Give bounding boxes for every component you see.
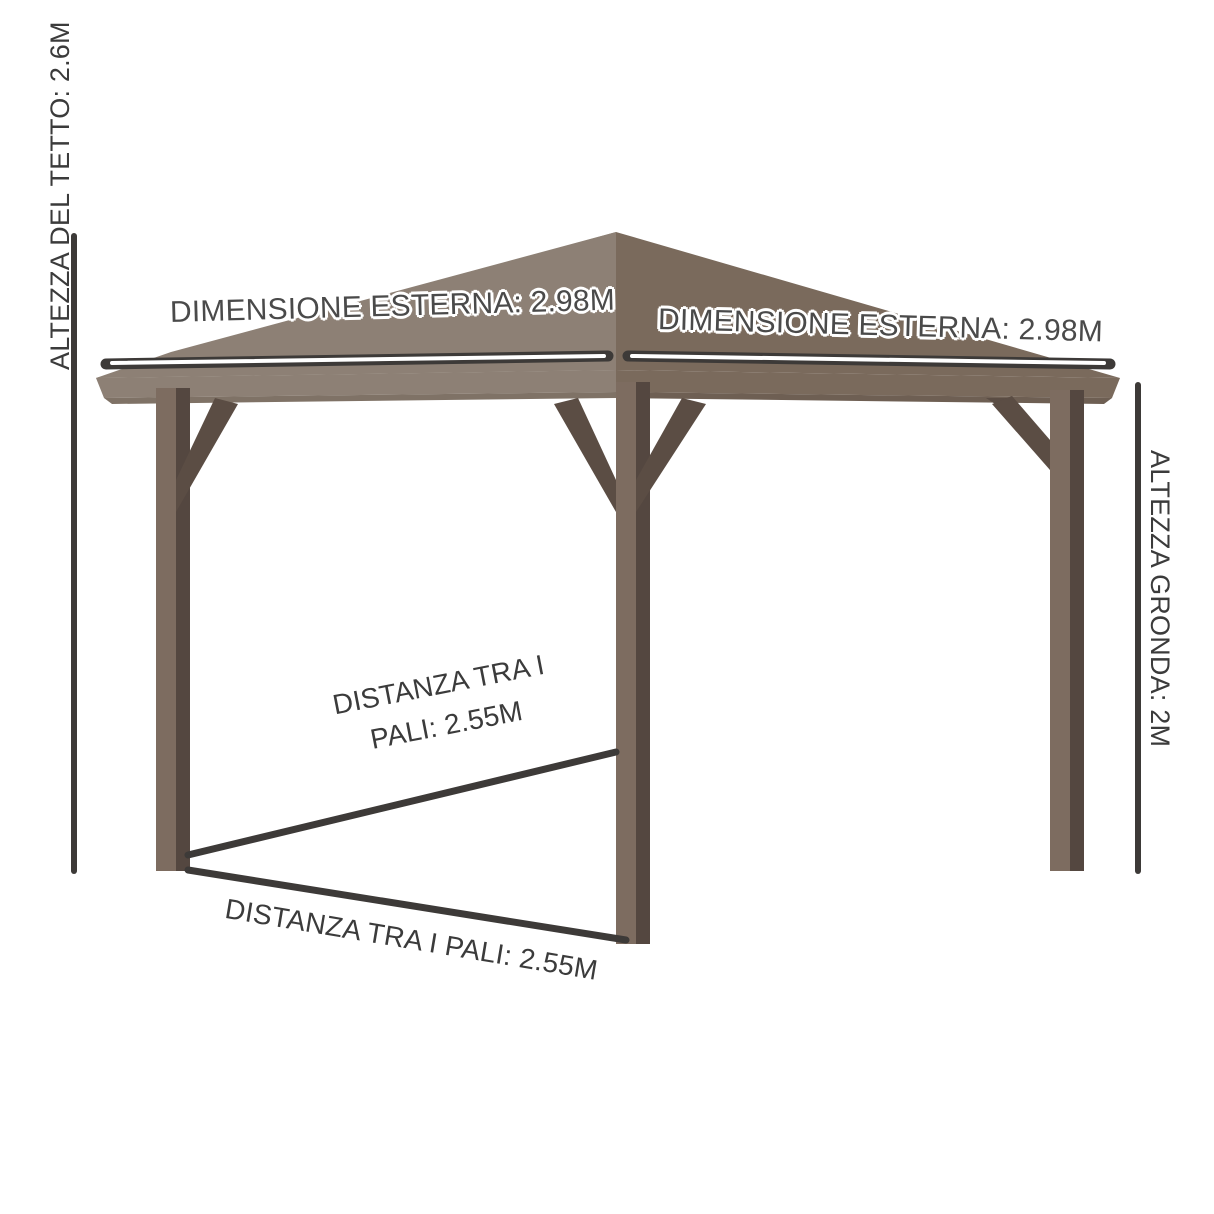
brace-left-post [176,398,238,512]
brace-center-left [554,398,616,512]
post-center-dark-face [636,382,650,944]
roof-eave-slab-left [96,370,616,398]
brace-right-post-body [992,396,1050,470]
roof-face-left-lower [96,232,616,378]
dimension-bar-outer-right [622,350,1116,370]
roof-underside-right [616,392,1112,404]
roof-underside-left [104,392,616,404]
label-eave-height: ALTEZZA GRONDA: 2M [1145,450,1175,748]
post-right-light-face [1050,390,1070,871]
post-center-light-face [616,382,636,944]
post-right-dark-face [1070,390,1084,871]
post-left-light-face [156,388,176,871]
label-roof-height: ALTEZZA DEL TETTO: 2.6M [45,21,75,370]
roof-eave-slab-right [616,370,1120,398]
post-left-dark-face [176,388,190,871]
roof-face-right [616,232,1120,378]
dimension-line-post-distance-inner [184,748,620,859]
dimension-bar-outer-left [100,350,614,370]
brace-center-right [636,398,706,512]
dimension-line-post-distance-bottom [184,866,630,944]
